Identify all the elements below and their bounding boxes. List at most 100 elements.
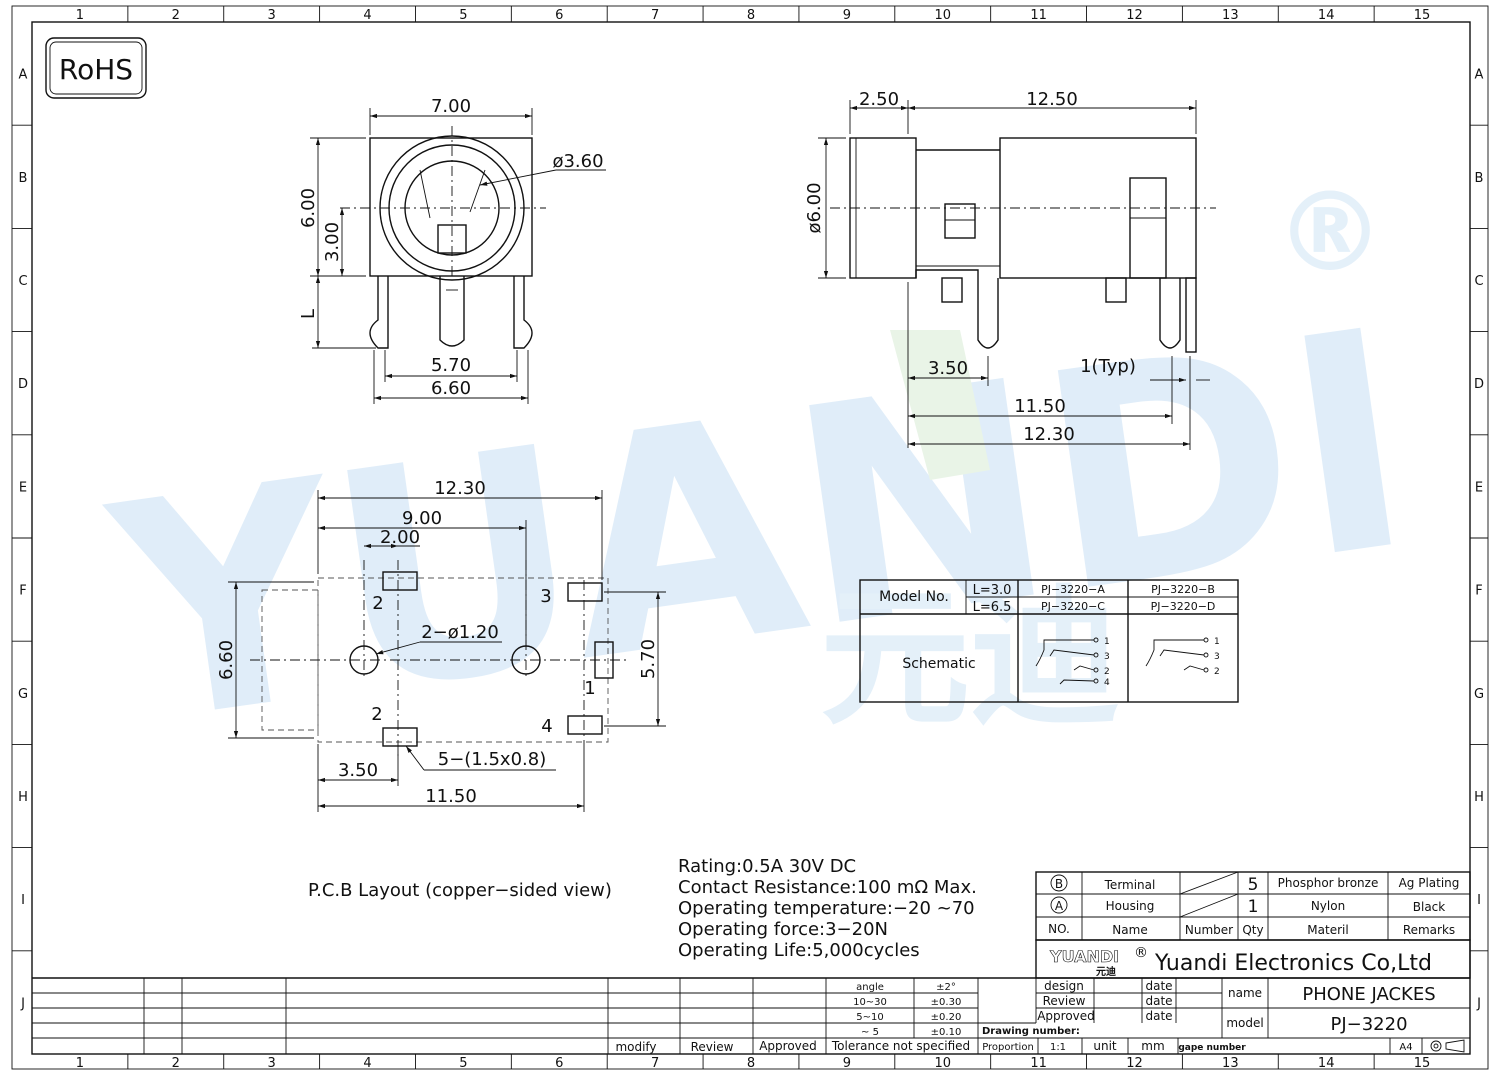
column-marker: 8 — [747, 8, 755, 23]
row-marker: G — [18, 687, 28, 702]
front-body-span-dim: 6.60 — [431, 378, 471, 399]
row-marker: A — [19, 68, 28, 83]
title-name-value: PHONE JACKES — [1302, 984, 1435, 1005]
pcb-layout: 2 3 1 2 4 12.30 9.00 2.00 6.60 5.70 2−ø1… — [216, 478, 666, 901]
pcb-span-dim: 9.00 — [402, 508, 442, 529]
model-row-part: PJ−3220−A — [1041, 583, 1105, 596]
spec-line: Contact Resistance:100 mΩ Max. — [678, 877, 977, 898]
projection-symbol-icon — [1430, 1039, 1465, 1053]
pcb-bottom-dim: 11.50 — [425, 786, 477, 807]
schematic-pin: 3 — [1214, 652, 1220, 662]
pcb-height-dim: 6.60 — [216, 640, 237, 680]
front-height-dim: 6.00 — [298, 188, 319, 228]
front-diameter-dim: ø3.60 — [552, 151, 603, 172]
bom-remarks: Ag Plating — [1399, 876, 1460, 890]
pcb-pin-label: 2 — [371, 704, 382, 725]
tolerance-value: ±0.10 — [931, 1027, 962, 1038]
row-marker: F — [1475, 584, 1482, 599]
title-model-label: model — [1226, 1016, 1263, 1030]
row-marker: C — [18, 274, 27, 289]
title-design: design — [1044, 979, 1084, 993]
column-marker: 1 — [76, 8, 84, 23]
column-marker: 10 — [934, 8, 951, 23]
schematic-pin: 2 — [1214, 667, 1220, 677]
row-marker: E — [1475, 480, 1483, 495]
model-row-length: L=3.0 — [973, 583, 1012, 598]
spec-line: Operating Life:5,000cycles — [678, 940, 920, 961]
row-marker: A — [1475, 68, 1484, 83]
tolerance-range: 10~30 — [853, 997, 887, 1008]
title-approved: Approved — [1037, 1009, 1095, 1023]
column-marker: 2 — [172, 8, 180, 23]
tolerance-value: ±2° — [936, 982, 956, 993]
pcb-pads-dim: 5−(1.5x0.8) — [438, 749, 546, 770]
company-logo-cn: 元迪 — [1096, 965, 1116, 978]
schematic-label: Schematic — [902, 656, 975, 672]
bom-item-no: A — [1055, 899, 1064, 913]
side-front-dim: 2.50 — [859, 89, 899, 110]
bom-material: Nylon — [1311, 899, 1345, 913]
pcb-total-dim: 12.30 — [434, 478, 486, 499]
column-marker: 3 — [268, 8, 276, 23]
side-pin-offset-dim: 3.50 — [928, 358, 968, 379]
column-marker: 2 — [172, 1056, 180, 1071]
pcb-pin-label: 4 — [541, 716, 552, 737]
model-row-part: PJ−3220−C — [1041, 600, 1105, 613]
pcb-offset-dim: 2.00 — [380, 527, 420, 548]
row-marker: J — [20, 996, 25, 1011]
company-name: Yuandi Electronics Co,Ltd — [1154, 951, 1432, 976]
column-marker: 4 — [363, 8, 371, 23]
column-marker: 8 — [747, 1056, 755, 1071]
column-marker: 1 — [76, 1056, 84, 1071]
bom-qty: 5 — [1248, 875, 1259, 895]
bom-header-material: Materil — [1307, 923, 1348, 937]
title-date: date — [1145, 979, 1172, 993]
row-marker: I — [1477, 893, 1481, 908]
schematic-pin: 4 — [1104, 678, 1110, 688]
schematic-pin: 1 — [1104, 637, 1110, 647]
title-review: Review — [1043, 994, 1086, 1008]
row-marker: H — [1474, 790, 1484, 805]
spec-line: Operating force:3−20N — [678, 919, 888, 940]
side-length-dim: 12.50 — [1026, 89, 1078, 110]
column-marker: 14 — [1318, 8, 1335, 23]
column-marker: 14 — [1318, 1056, 1335, 1071]
pcb-pin-label: 2 — [372, 593, 383, 614]
title-gape-number: gape number — [1178, 1043, 1246, 1053]
schematic-a: 1 3 2 4 — [1035, 637, 1110, 688]
schematic-pin: 1 — [1214, 637, 1220, 647]
rohs-text: RoHS — [59, 53, 133, 86]
model-row-length: L=6.5 — [973, 600, 1012, 615]
column-marker: 15 — [1414, 8, 1431, 23]
pcb-holes-dim: 2−ø1.20 — [421, 622, 499, 643]
pcb-pad-span-dim: 5.70 — [638, 639, 659, 679]
company-block: YUANDI 元迪 ® Yuandi Electronics Co,Ltd — [1035, 939, 1471, 979]
tolerance-value: ±0.20 — [931, 1012, 962, 1023]
title-model-value: PJ−3220 — [1330, 1014, 1407, 1035]
spec-line: Operating temperature:−20 ~70 — [678, 898, 975, 919]
bom-qty: 1 — [1248, 897, 1259, 917]
column-marker: 6 — [555, 1056, 563, 1071]
column-marker: 5 — [459, 1056, 467, 1071]
column-marker: 5 — [459, 8, 467, 23]
row-marker: F — [19, 584, 26, 599]
column-marker: 7 — [651, 1056, 659, 1071]
side-view: 2.50 12.50 ø6.00 3.50 1(Typ) 11.50 12.30 — [804, 89, 1216, 450]
side-pin-span-dim: 11.50 — [1014, 396, 1066, 417]
bom-name: Housing — [1106, 899, 1155, 913]
column-marker: 7 — [651, 8, 659, 23]
bom-header-no: NO. — [1048, 922, 1070, 936]
revision-review: Review — [691, 1040, 734, 1054]
row-marker: G — [1474, 687, 1484, 702]
front-view: 7.00 6.00 3.00 L ø3.60 5.70 6.60 — [298, 96, 606, 404]
column-marker: 11 — [1030, 1056, 1047, 1071]
column-marker: 12 — [1126, 8, 1143, 23]
side-pin-thickness-dim: 1(Typ) — [1080, 356, 1136, 377]
row-marker: C — [1474, 274, 1483, 289]
tolerance-value: ±0.30 — [931, 997, 962, 1008]
model-row-part: PJ−3220−B — [1151, 583, 1215, 596]
bom-header-remarks: Remarks — [1403, 923, 1455, 937]
